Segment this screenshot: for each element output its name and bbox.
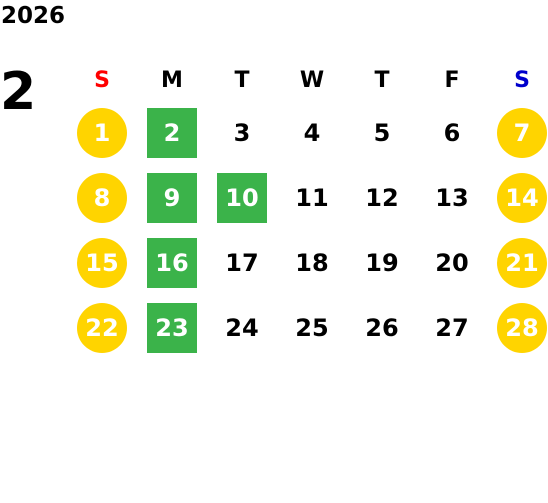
day-number: 21 bbox=[497, 237, 547, 288]
day-number: 24 bbox=[225, 313, 259, 342]
day-number: 25 bbox=[295, 313, 329, 342]
calendar-day[interactable]: 1 bbox=[67, 100, 137, 165]
calendar-day[interactable]: 14 bbox=[487, 165, 548, 230]
calendar-day[interactable]: 13 bbox=[417, 165, 487, 230]
calendar-day[interactable]: 17 bbox=[207, 230, 277, 295]
day-number: 20 bbox=[435, 248, 469, 277]
weekday-header-fri: F bbox=[444, 67, 460, 93]
day-number: 11 bbox=[295, 183, 329, 212]
day-number: 18 bbox=[295, 248, 329, 277]
day-number: 19 bbox=[365, 248, 399, 277]
day-number: 15 bbox=[77, 237, 127, 288]
calendar-day[interactable]: 23 bbox=[137, 295, 207, 360]
day-number: 10 bbox=[217, 172, 267, 223]
day-number: 2 bbox=[147, 107, 197, 158]
calendar-day[interactable]: 22 bbox=[67, 295, 137, 360]
calendar-day[interactable]: 20 bbox=[417, 230, 487, 295]
day-number: 27 bbox=[435, 313, 469, 342]
calendar-day[interactable]: 25 bbox=[277, 295, 347, 360]
calendar-day[interactable]: 11 bbox=[277, 165, 347, 230]
weekday-header-thu: T bbox=[374, 67, 390, 93]
calendar-day[interactable]: 24 bbox=[207, 295, 277, 360]
calendar-day[interactable]: 15 bbox=[67, 230, 137, 295]
calendar-day[interactable]: 4 bbox=[277, 100, 347, 165]
day-number: 28 bbox=[497, 302, 547, 353]
day-number: 17 bbox=[225, 248, 259, 277]
day-number: 6 bbox=[443, 118, 461, 147]
calendar-day[interactable]: 18 bbox=[277, 230, 347, 295]
weekday-header-mon: M bbox=[161, 67, 183, 93]
calendar-day[interactable]: 5 bbox=[347, 100, 417, 165]
day-number: 7 bbox=[497, 107, 547, 158]
calendar-day[interactable]: 19 bbox=[347, 230, 417, 295]
day-number: 14 bbox=[497, 172, 547, 223]
day-number: 16 bbox=[147, 237, 197, 288]
day-number: 23 bbox=[147, 302, 197, 353]
calendar-day[interactable]: 26 bbox=[347, 295, 417, 360]
calendar-day[interactable]: 8 bbox=[67, 165, 137, 230]
day-number: 26 bbox=[365, 313, 399, 342]
calendar-day[interactable]: 7 bbox=[487, 100, 548, 165]
day-number: 8 bbox=[77, 172, 127, 223]
day-number: 5 bbox=[373, 118, 391, 147]
month-label: 2 bbox=[0, 62, 37, 122]
calendar-day[interactable]: 9 bbox=[137, 165, 207, 230]
weekday-header-sat: S bbox=[514, 67, 530, 93]
weekday-header-wed: W bbox=[299, 67, 325, 93]
day-number: 4 bbox=[303, 118, 321, 147]
calendar-day[interactable]: 21 bbox=[487, 230, 548, 295]
day-number: 13 bbox=[435, 183, 469, 212]
year-label: 2026 bbox=[1, 3, 66, 29]
calendar-day[interactable]: 6 bbox=[417, 100, 487, 165]
day-number: 9 bbox=[147, 172, 197, 223]
day-number: 12 bbox=[365, 183, 399, 212]
calendar-day[interactable]: 28 bbox=[487, 295, 548, 360]
day-number: 3 bbox=[233, 118, 251, 147]
calendar-day[interactable]: 10 bbox=[207, 165, 277, 230]
weekday-header-tue: T bbox=[234, 67, 250, 93]
day-number: 22 bbox=[77, 302, 127, 353]
calendar-day[interactable]: 16 bbox=[137, 230, 207, 295]
calendar-day[interactable]: 12 bbox=[347, 165, 417, 230]
calendar-day[interactable]: 27 bbox=[417, 295, 487, 360]
calendar-day[interactable]: 2 bbox=[137, 100, 207, 165]
calendar-day[interactable]: 3 bbox=[207, 100, 277, 165]
day-number: 1 bbox=[77, 107, 127, 158]
weekday-header-sun: S bbox=[94, 67, 110, 93]
